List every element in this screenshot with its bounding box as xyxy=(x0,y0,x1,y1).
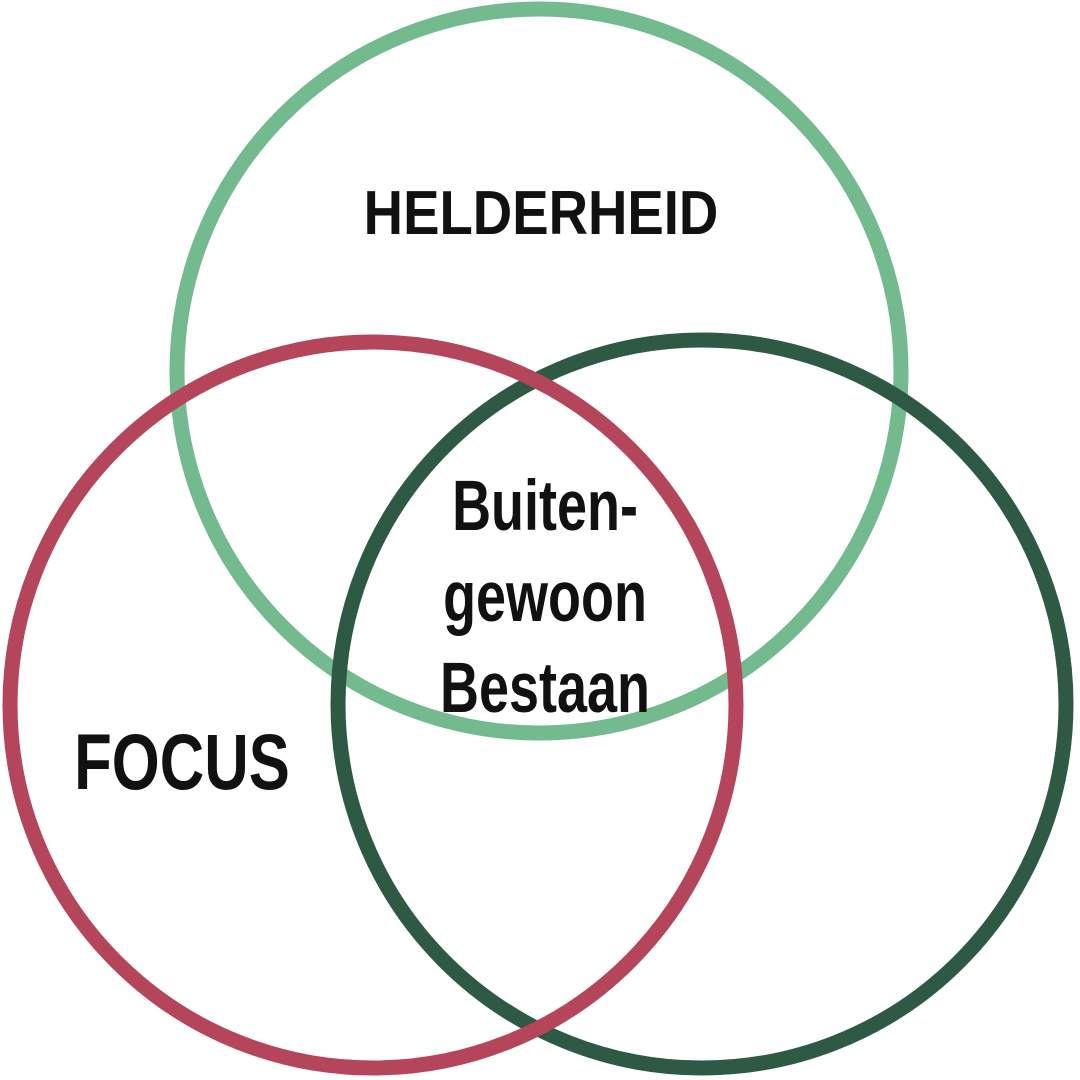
circle-focus xyxy=(2,334,744,1076)
center-line-3: Bestaan xyxy=(440,649,650,728)
label-focus: FOCUS xyxy=(74,717,290,806)
center-line-1: Buiten- xyxy=(452,467,638,546)
center-line-2: gewoon xyxy=(443,558,647,637)
label-helderheid: HELDERHEID xyxy=(363,179,719,248)
circle-helderheid xyxy=(169,1,909,741)
circle-right-dark-green xyxy=(330,332,1074,1076)
label-center-overlap: Buiten- gewoon Bestaan xyxy=(440,461,650,734)
